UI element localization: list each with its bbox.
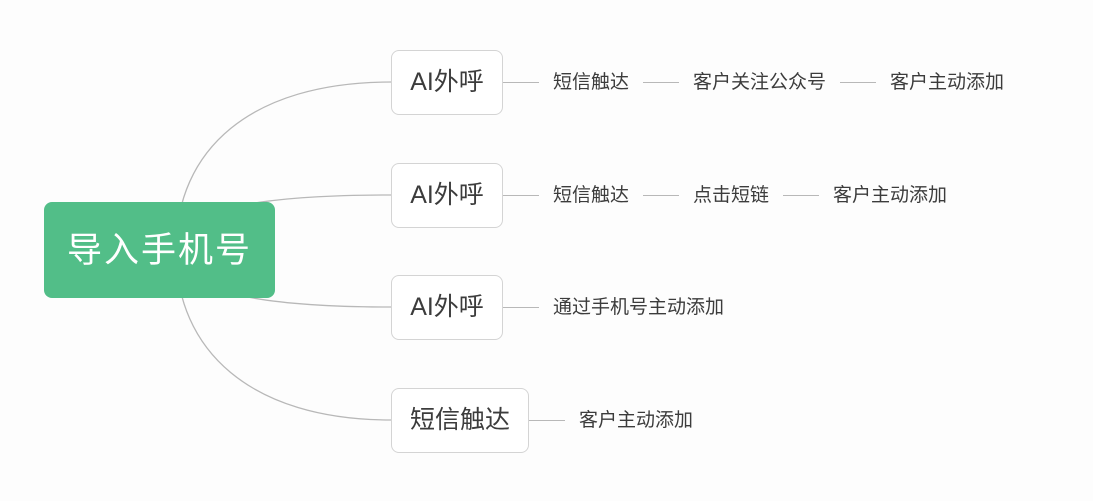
chain-dash — [643, 81, 680, 83]
chain-dash — [643, 194, 680, 196]
branch-node-2[interactable]: AI外呼 — [391, 163, 503, 228]
chain-item-2-1: 短信触达 — [553, 184, 630, 206]
branch-node-1-label: AI外呼 — [410, 68, 484, 96]
branch-1-chain: 短信触达 客户关注公众号 客户主动添加 — [503, 70, 1004, 94]
branch-node-2-label: AI外呼 — [410, 181, 484, 209]
branch-node-1[interactable]: AI外呼 — [391, 50, 503, 115]
chain-dash — [783, 194, 820, 196]
chain-dash — [840, 81, 877, 83]
branch-4-chain: 客户主动添加 — [529, 408, 693, 432]
chain-dash — [529, 419, 565, 421]
chain-item-3-1: 通过手机号主动添加 — [553, 296, 725, 318]
chain-item-1-3: 客户主动添加 — [890, 71, 1005, 93]
chain-dash — [503, 306, 539, 308]
chain-item-2-3: 客户主动添加 — [833, 184, 948, 206]
chain-item-2-2: 点击短链 — [693, 184, 770, 206]
branch-node-3-label: AI外呼 — [410, 293, 484, 321]
chain-item-4-1: 客户主动添加 — [579, 409, 694, 431]
root-node[interactable]: 导入手机号 — [44, 202, 275, 298]
chain-item-1-2: 客户关注公众号 — [693, 71, 827, 93]
branch-node-4[interactable]: 短信触达 — [391, 388, 529, 453]
branch-2-chain: 短信触达 点击短链 客户主动添加 — [503, 183, 947, 207]
branch-node-3[interactable]: AI外呼 — [391, 275, 503, 340]
chain-item-1-1: 短信触达 — [553, 71, 630, 93]
root-node-label: 导入手机号 — [66, 230, 252, 270]
chain-dash — [503, 81, 539, 83]
branch-3-chain: 通过手机号主动添加 — [503, 295, 724, 319]
chain-dash — [503, 194, 539, 196]
branch-node-4-label: 短信触达 — [409, 406, 510, 434]
